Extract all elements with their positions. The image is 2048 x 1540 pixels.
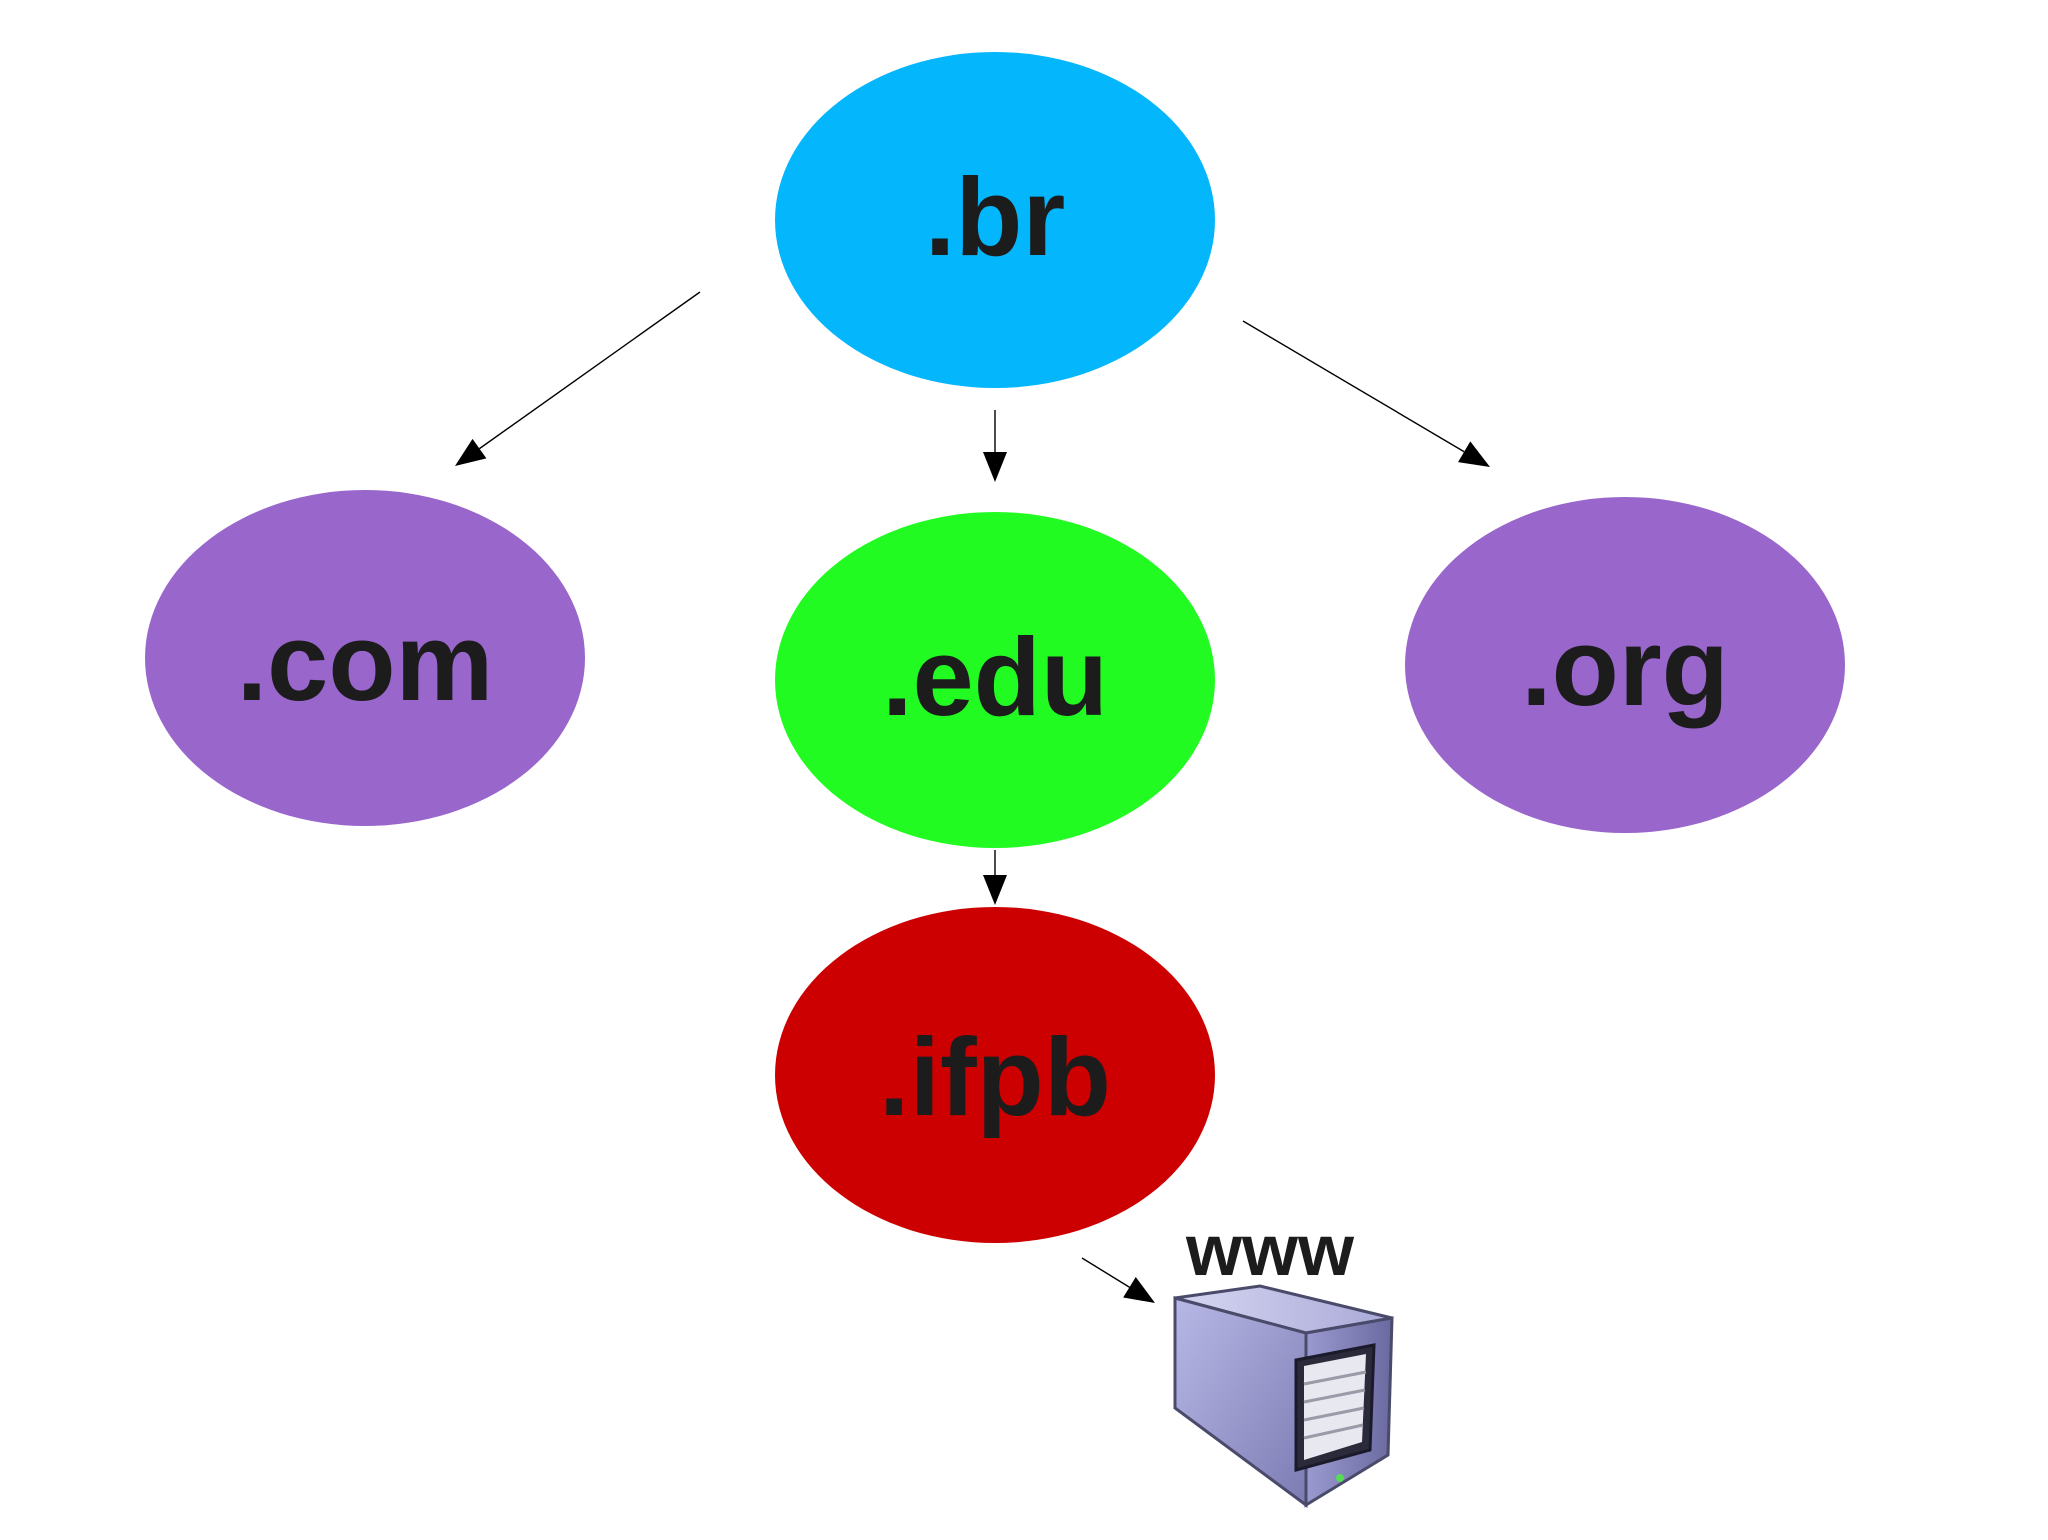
- node-com-label: .com: [237, 601, 494, 724]
- node-br-ellipse: [775, 52, 1215, 388]
- node-com-ellipse: [145, 490, 585, 826]
- edge-br-com-line: [479, 291, 701, 450]
- server-www-label: www: [1185, 1211, 1355, 1291]
- edge-br-edu: [983, 410, 1007, 482]
- node-ifpb-label: .ifpb: [879, 1016, 1111, 1139]
- edge-br-org-line: [1242, 320, 1465, 453]
- node-ifpb: .ifpb: [775, 907, 1215, 1243]
- edge-ifpb-server-arrowhead: [1123, 1277, 1155, 1303]
- edge-br-com-arrowhead: [455, 438, 487, 466]
- edge-br-com: [455, 291, 701, 466]
- node-org-label: .org: [1521, 606, 1729, 729]
- server-icon: [1173, 1284, 1394, 1508]
- node-edu-label: .edu: [882, 616, 1108, 739]
- node-edu: .edu: [775, 512, 1215, 848]
- edges-layer: [455, 291, 1490, 1303]
- node-com: .com: [145, 490, 585, 826]
- edge-ifpb-server: [1081, 1257, 1155, 1303]
- nodes-layer: .br .com .edu .org .ifpb: [145, 52, 1845, 1243]
- edge-ifpb-server-line: [1081, 1257, 1130, 1288]
- edge-edu-ifpb-arrowhead: [983, 875, 1007, 905]
- node-org-ellipse: [1405, 497, 1845, 833]
- node-org: .org: [1405, 497, 1845, 833]
- node-edu-ellipse: [775, 512, 1215, 848]
- node-br-label: .br: [925, 156, 1066, 279]
- node-br: .br: [775, 52, 1215, 388]
- node-ifpb-ellipse: [775, 907, 1215, 1243]
- edge-edu-ifpb: [983, 850, 1007, 905]
- edge-br-edu-arrowhead: [983, 452, 1007, 482]
- edge-br-org-arrowhead: [1458, 441, 1490, 467]
- edge-br-org: [1242, 320, 1490, 467]
